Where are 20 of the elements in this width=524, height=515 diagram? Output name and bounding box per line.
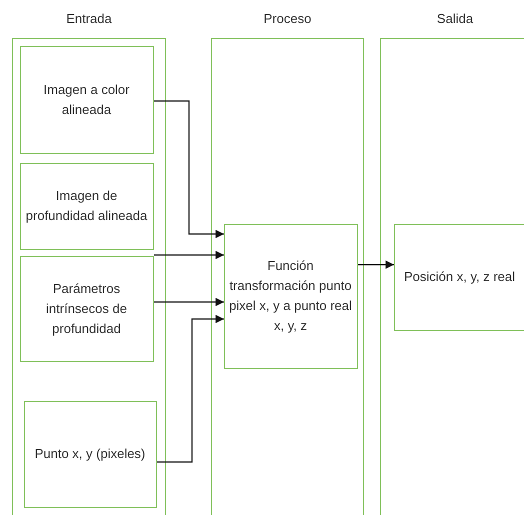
process-box (394, 224, 524, 330)
process-box (20, 162, 154, 250)
arrow (154, 250, 224, 260)
arrow (154, 100, 224, 238)
box-label: Posición x, y, z real (402, 268, 516, 286)
column-heading: Entrada (65, 11, 113, 26)
box-label: Función transformación punto pixel x, y a punto real x, y, z (228, 257, 352, 335)
process-box (20, 256, 154, 362)
column-heading: Salida (436, 11, 474, 26)
box-label: Imagen a color alineada (42, 80, 130, 118)
column-heading: Proceso (262, 11, 312, 26)
arrow (157, 314, 224, 463)
arrow (154, 298, 224, 306)
box-label: Punto x, y (pixeles) (34, 445, 146, 463)
box-label: Parámetros intrínsecos de profundidad (45, 280, 128, 338)
process-box (20, 46, 154, 154)
box-label: Imagen de profundidad alineada (24, 187, 148, 225)
process-box (224, 224, 358, 368)
arrow (358, 260, 394, 269)
process-box (24, 400, 156, 508)
